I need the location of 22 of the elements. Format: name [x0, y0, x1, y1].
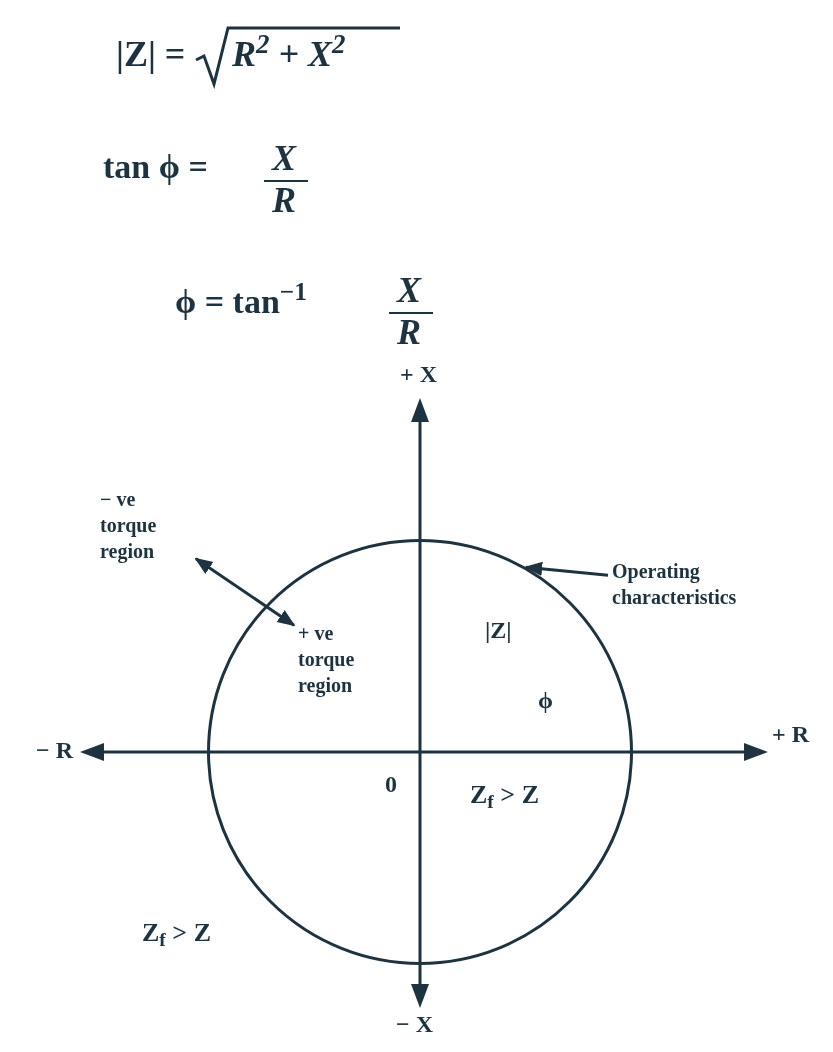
- region-label: + ve torque region: [298, 620, 390, 698]
- formula-text: R: [397, 314, 421, 350]
- formula-text: X: [272, 140, 296, 176]
- origin-label: 0: [385, 772, 397, 796]
- axis-label: − R: [36, 738, 73, 762]
- formula-text: X: [397, 272, 421, 308]
- formula-text: R$^{2}$ + X$^{2}$: [232, 36, 346, 72]
- magnitude-label: |Z|: [485, 618, 512, 642]
- formula-text: R: [272, 182, 296, 218]
- formula-text: tan ϕ =: [103, 150, 208, 184]
- formula-text: |Z| =: [116, 36, 186, 72]
- axis-label: + R: [772, 722, 809, 746]
- axis-label: − X: [396, 1012, 433, 1036]
- region-condition: Z$_{f}$ > Z: [142, 920, 211, 946]
- characteristic-label: Operating characteristics: [612, 558, 782, 610]
- axis-label: + X: [400, 362, 437, 386]
- arrow: [524, 561, 609, 577]
- region-condition: Z$_{f}$ > Z: [470, 782, 539, 808]
- angle-label: ϕ: [538, 688, 553, 712]
- arrow: [194, 557, 296, 627]
- region-label: − ve torque region: [100, 486, 192, 564]
- formula-text: ϕ = tan$^{−1}$: [175, 285, 308, 319]
